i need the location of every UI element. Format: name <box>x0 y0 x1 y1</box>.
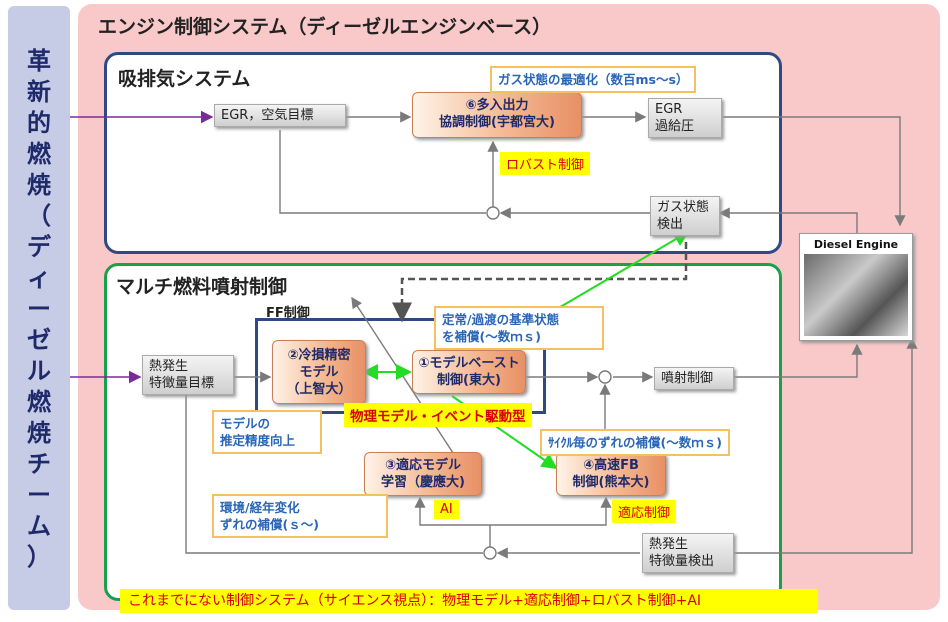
heat-target-line-1: 熱発生 <box>149 359 189 374</box>
left-band-char: 的 <box>27 109 51 137</box>
left-band-char: デ <box>27 233 51 261</box>
fast-fb-box: ④高速FB 制御(熊本大) <box>556 452 666 496</box>
gas-optimization-callout: ガス状態の最適化（数百ms～s） <box>490 66 697 93</box>
left-band-char: ム <box>27 512 51 540</box>
env-aging-callout: 環境/経年変化 ずれの補償(ｓ～) <box>212 494 388 538</box>
egr-air-target-label: EGR，空気目標 <box>221 108 314 123</box>
left-band-char: 新 <box>27 78 51 106</box>
model-line-3: （上智大） <box>286 382 352 397</box>
heat-target-box: 熱発生 特徴量目標 <box>142 355 234 395</box>
heat-detect-line-1: 熱発生 <box>649 537 689 552</box>
accuracy-callout: モデルの 推定精度向上 <box>212 410 322 454</box>
left-band-char: ゼ <box>27 326 51 354</box>
gas-detect-line-2: 検出 <box>657 217 684 232</box>
egr-boost-box: EGR 過給圧 <box>648 98 722 138</box>
compensate-line-1: 定常/過渡の基準状態 <box>442 312 560 327</box>
accuracy-line-1: モデルの <box>220 416 271 431</box>
mimo-control-box: ⑥多入出力 協調制御(宇都宮大) <box>412 92 582 138</box>
left-band: 革新的燃焼（ディーゼル燃焼チーム） <box>8 6 70 610</box>
heat-target-line-2: 特徴量目標 <box>149 376 215 391</box>
diesel-engine-panel: Diesel Engine <box>799 233 913 341</box>
main-title: エンジン制御システム（ディーゼルエンジンベース） <box>98 16 552 38</box>
fast-fb-line-1: ④高速FB <box>583 458 639 473</box>
compensate-line-2: を補償(～数ｍｓ) <box>442 329 541 344</box>
ai-label: AI <box>434 500 459 519</box>
robust-control-label: ロバスト制御 <box>500 152 591 175</box>
gas-detect-line-1: ガス状態 <box>657 200 710 215</box>
model-line-2: モデル <box>299 365 339 380</box>
diesel-engine-title: Diesel Engine <box>813 238 899 251</box>
cycle-compensation-label: ｻｲｸﾙ毎のずれの補償(～数ｍｓ) <box>548 435 722 450</box>
left-band-char: チ <box>27 450 51 478</box>
model-line-1: ②冷損精密 <box>287 348 351 363</box>
adaptive-model-box: ③適応モデル 学習（慶應大) <box>364 452 482 496</box>
left-band-char: ー <box>27 481 51 509</box>
accuracy-line-2: 推定精度向上 <box>220 433 296 448</box>
injection-control-label: 噴射制御 <box>661 371 714 386</box>
left-band-char: 燃 <box>27 140 51 168</box>
compensate-callout: 定常/過渡の基準状態 を補償(～数ｍｓ) <box>434 306 604 350</box>
left-band-text: 革新的燃焼（ディーゼル燃焼チーム） <box>8 46 70 573</box>
env-line-2: ずれの補償(ｓ～) <box>220 517 319 532</box>
mimo-line-2: 協調制御(宇都宮大) <box>439 115 555 130</box>
injection-control-box: 噴射制御 <box>654 367 734 390</box>
physical-model-label: 物理モデル・イベント駆動型 <box>344 403 532 427</box>
bottom-summary-bar: これまでにない制御システム（サイエンス視点）：物理モデル+適応制御+ロバスト制御… <box>120 589 818 613</box>
adaptive-line-1: ③適応モデル <box>384 458 461 473</box>
left-band-char: 焼 <box>27 419 51 447</box>
ff-label: FF制御 <box>266 306 310 321</box>
cycle-compensation-callout: ｻｲｸﾙ毎のずれの補償(～数ｍｓ) <box>540 429 730 456</box>
fuel-title: マルチ燃料噴射制御 <box>116 276 288 298</box>
gas-detect-box: ガス状態 検出 <box>650 196 720 236</box>
adaptive-line-2: 学習（慶應大) <box>381 475 465 490</box>
env-line-1: 環境/経年変化 <box>220 500 300 515</box>
left-band-char: ル <box>27 357 51 385</box>
left-band-char: 焼 <box>27 171 51 199</box>
engine-photo <box>804 254 908 336</box>
heat-detect-box: 熱発生 特徴量検出 <box>642 533 734 573</box>
egr-boost-line-2: 過給圧 <box>655 119 695 134</box>
model-based-line-2: 制御(東大) <box>437 373 501 388</box>
left-band-char: 燃 <box>27 388 51 416</box>
left-band-char: ー <box>27 295 51 323</box>
model-based-line-1: ①モデルベースト <box>418 356 520 371</box>
left-band-char: ） <box>27 543 51 571</box>
heat-detect-line-2: 特徴量検出 <box>649 554 715 569</box>
adaptive-control-label: 適応制御 <box>612 500 677 523</box>
left-band-char: ィ <box>27 264 51 292</box>
cooling-loss-model-box: ②冷損精密 モデル （上智大） <box>272 340 366 404</box>
egr-air-target-box: EGR，空気目標 <box>214 104 346 127</box>
model-based-control-box: ①モデルベースト 制御(東大) <box>412 350 526 394</box>
fast-fb-line-2: 制御(熊本大) <box>572 475 650 490</box>
egr-boost-line-1: EGR <box>655 102 683 117</box>
left-band-char: 革 <box>27 47 51 75</box>
intake-title: 吸排気システム <box>118 68 251 90</box>
gas-optimization-label: ガス状態の最適化（数百ms～s） <box>498 72 689 87</box>
left-band-char: （ <box>27 202 51 230</box>
mimo-line-1: ⑥多入出力 <box>465 98 529 113</box>
